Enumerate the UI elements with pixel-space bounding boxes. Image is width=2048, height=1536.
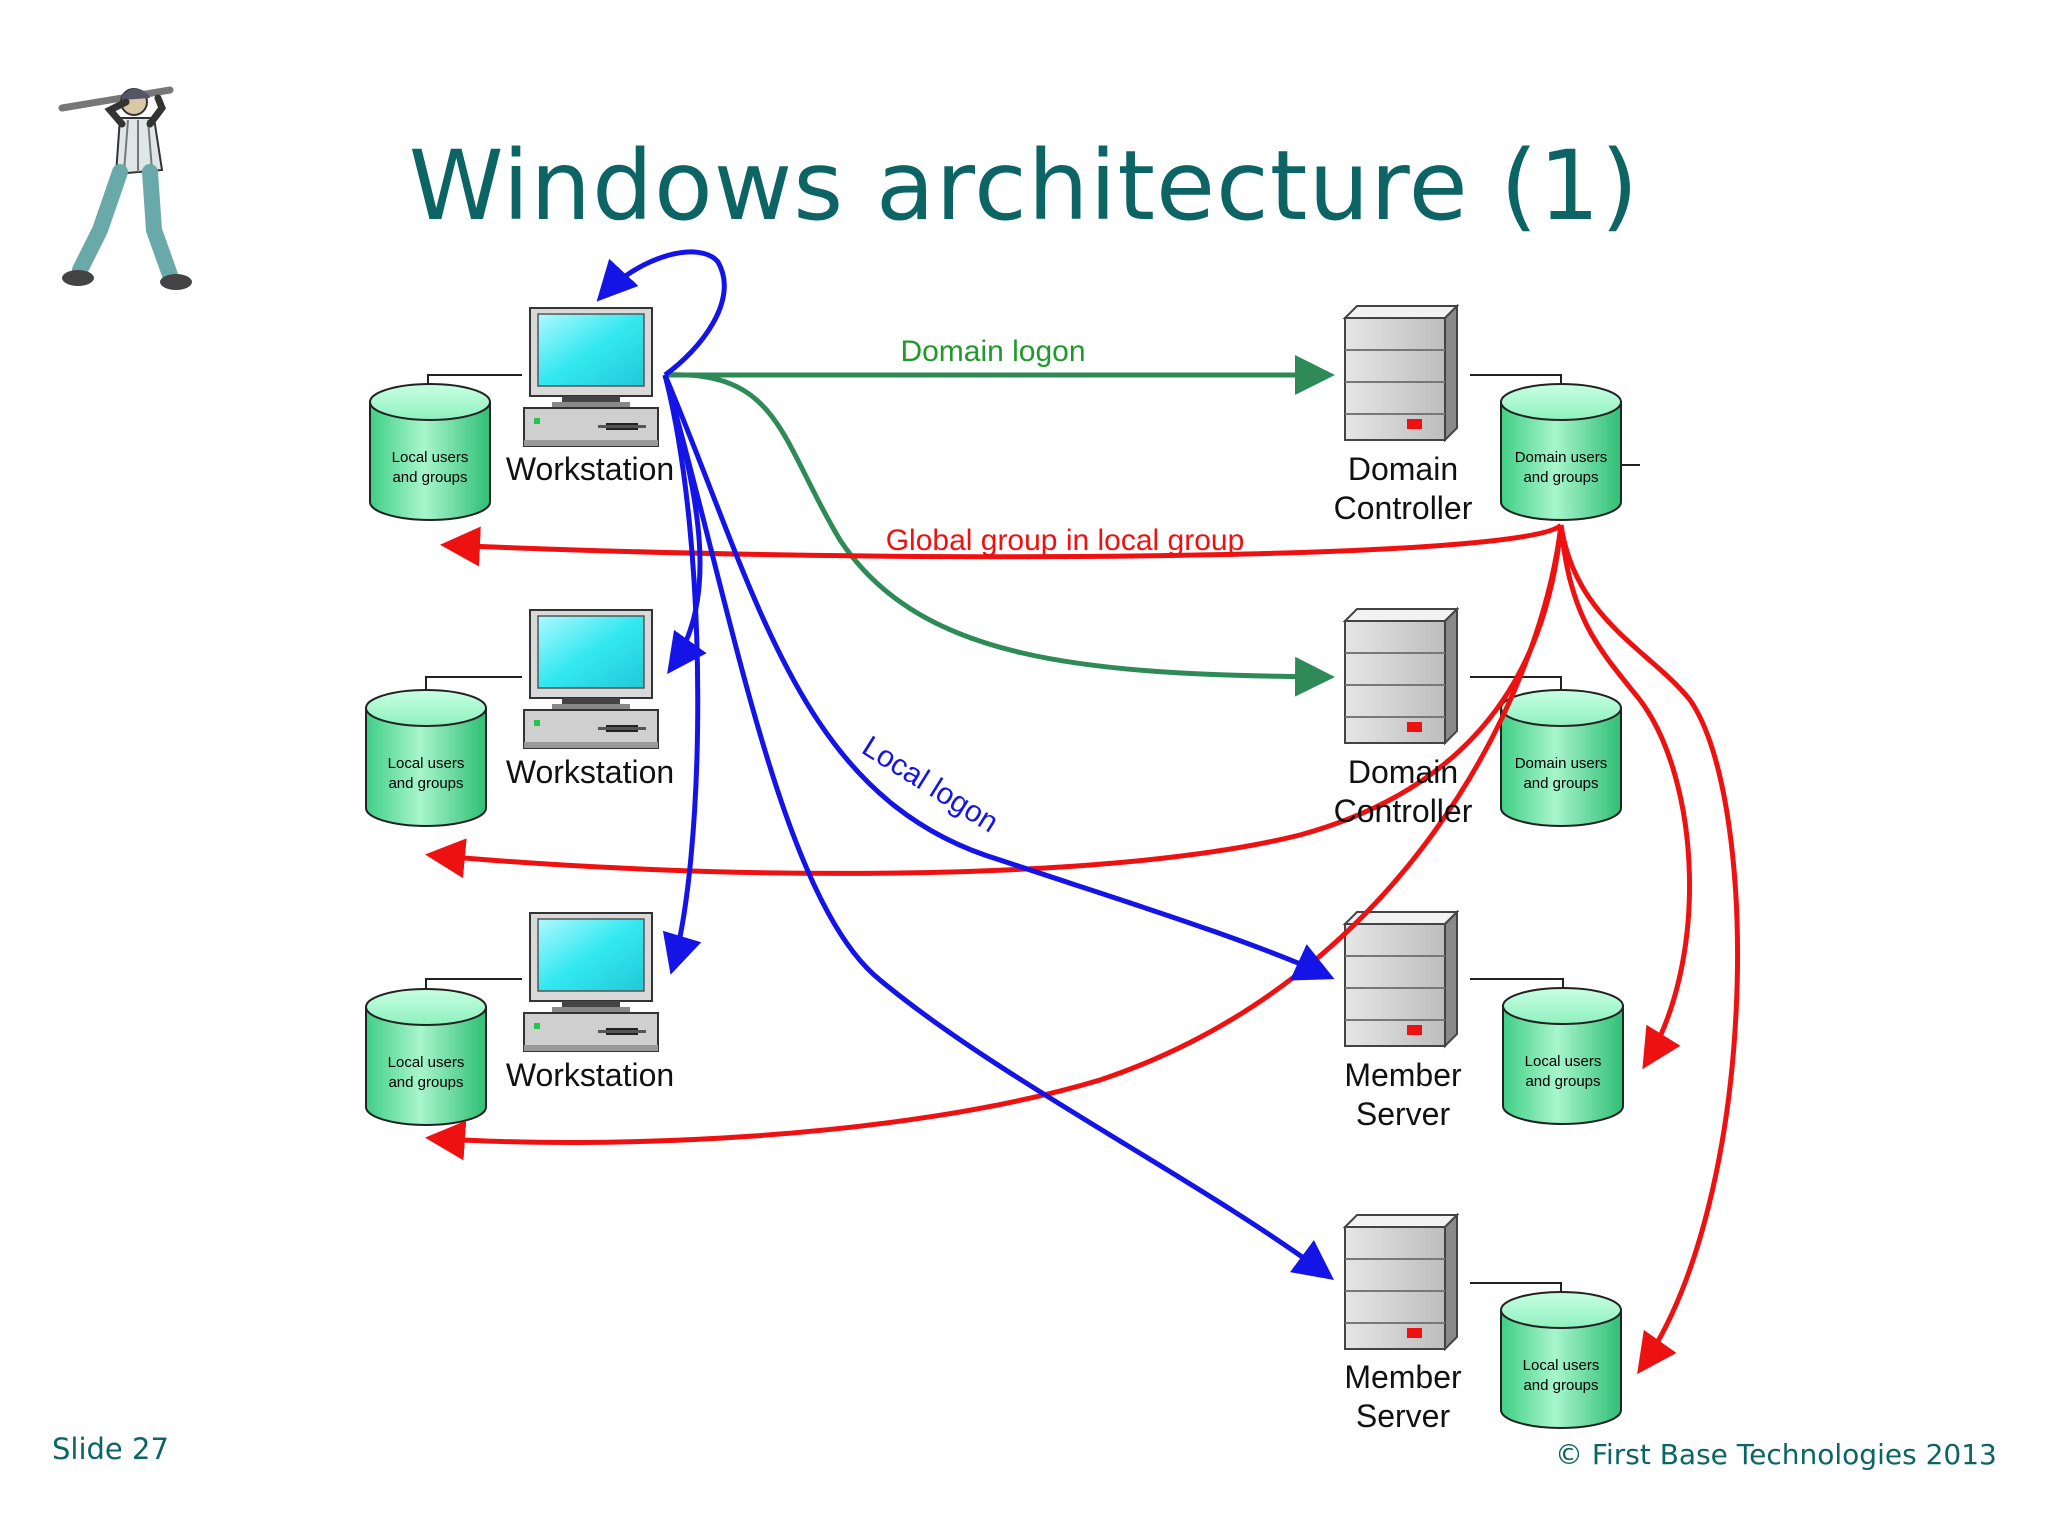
db-domain-dc1: Domain users and groups [1500, 383, 1622, 521]
workstation-3-label: Workstation [506, 1057, 674, 1093]
workstation-1-icon [523, 307, 659, 447]
domain-logon-label: Domain logon [900, 335, 1085, 368]
member-server-1-label-1: Member [1344, 1057, 1462, 1093]
db-local-ms2: Local users and groups [1500, 1291, 1622, 1429]
workstation-1-label: Workstation [506, 451, 674, 487]
slide-title: Windows architecture (1) [408, 130, 1640, 242]
local-logon-arrows [596, 249, 1335, 1280]
slide-number: Slide 27 [52, 1432, 169, 1466]
svg-text:and groups: and groups [388, 1074, 463, 1091]
member-server-2-label-2: Server [1356, 1398, 1451, 1434]
db-local-ws1: Local users and groups [369, 383, 491, 521]
svg-text:and groups: and groups [1523, 469, 1598, 486]
db-local-ms1: Local users and groups [1502, 987, 1624, 1125]
global-group-arrows [425, 523, 1740, 1375]
workstation-2-label: Workstation [506, 754, 674, 790]
svg-text:and groups: and groups [1523, 775, 1598, 792]
db-local-ws3: Local users and groups [365, 988, 487, 1126]
svg-text:and groups: and groups [1523, 1377, 1598, 1394]
domain-controller-1-icon [1344, 305, 1458, 441]
workstation-3-icon [523, 912, 659, 1052]
member-server-2-label-1: Member [1344, 1359, 1462, 1395]
db-local-ws2: Local users and groups [365, 689, 487, 827]
domain-controller-1-label-1: Domain [1348, 451, 1458, 487]
domain-controller-2-label-1: Domain [1348, 754, 1458, 790]
svg-text:and groups: and groups [1525, 1073, 1600, 1090]
svg-text:Local users: Local users [392, 449, 469, 466]
svg-text:and groups: and groups [388, 775, 463, 792]
copyright: © First Base Technologies 2013 [1555, 1438, 1997, 1471]
member-server-2-icon [1344, 1214, 1458, 1350]
workstation-2-icon [523, 609, 659, 749]
member-server-1-label-2: Server [1356, 1096, 1451, 1132]
svg-text:Domain users: Domain users [1515, 449, 1608, 466]
db-connector-lines [425, 374, 1640, 1293]
domain-controller-1-label-2: Controller [1334, 490, 1473, 526]
svg-text:Local users: Local users [388, 755, 465, 772]
domain-logon-arrows [664, 355, 1335, 697]
svg-text:and groups: and groups [392, 469, 467, 486]
local-logon-label: Local logon [856, 730, 1004, 839]
baseball-batter-icon [58, 86, 192, 290]
svg-text:Local users: Local users [1525, 1053, 1602, 1070]
svg-text:Domain users: Domain users [1515, 755, 1608, 772]
global-group-label: Global group in local group [886, 524, 1245, 557]
svg-text:Local users: Local users [388, 1054, 465, 1071]
member-server-1-icon [1344, 911, 1458, 1047]
domain-controller-2-label-2: Controller [1334, 793, 1473, 829]
domain-controller-2-icon [1344, 608, 1458, 744]
svg-text:Local users: Local users [1523, 1357, 1600, 1374]
db-domain-dc2: Domain users and groups [1500, 689, 1622, 827]
